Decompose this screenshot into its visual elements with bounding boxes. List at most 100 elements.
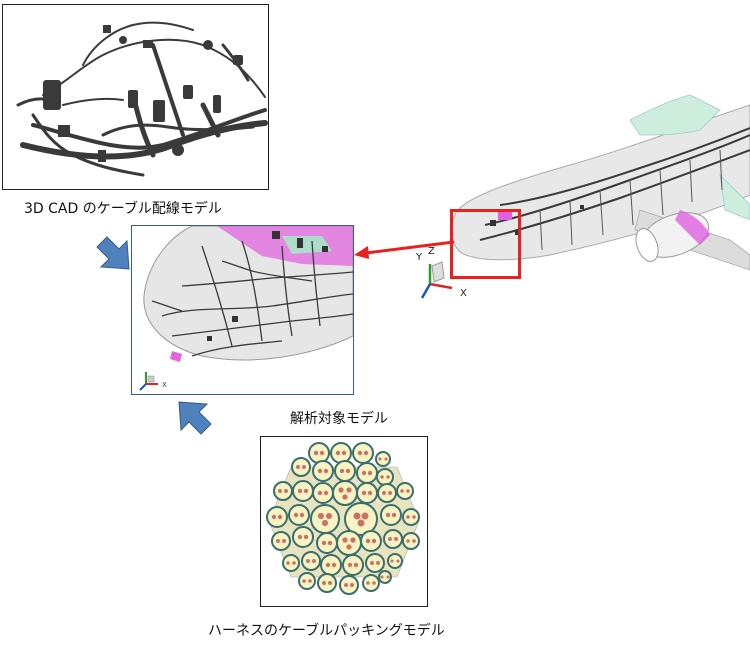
packing-cable (273, 481, 293, 501)
packing-model-caption: ハーネスのケーブルパッキングモデル (208, 623, 445, 639)
packing-core (372, 581, 376, 585)
packing-cable (376, 468, 394, 486)
packing-core (302, 579, 306, 583)
analysis-axis-x-label: X (162, 381, 167, 389)
packing-core (350, 583, 354, 587)
packing-core (390, 559, 394, 563)
packing-core (292, 561, 296, 565)
axis-z-label: Z (428, 246, 435, 257)
packing-core (394, 537, 398, 541)
packing-core (346, 544, 352, 550)
packing-core (396, 559, 400, 563)
packing-core (277, 514, 283, 520)
packing-core (317, 468, 323, 474)
packing-core (335, 450, 341, 456)
packing-core (382, 491, 386, 495)
packing-core (361, 470, 367, 476)
packing-core (371, 538, 377, 544)
packing-cable (356, 482, 378, 504)
packing-core (323, 490, 329, 496)
packing-cable (378, 570, 392, 584)
packing-cable (352, 442, 374, 464)
packing-core (367, 490, 373, 496)
packing-core (325, 512, 333, 520)
blue-arrow-down-right (96, 236, 130, 270)
packing-core (293, 512, 299, 518)
packing-core (406, 515, 410, 519)
packing-cable (298, 572, 316, 590)
packing-circles (266, 442, 420, 595)
packing-core (353, 562, 359, 568)
packing-core (350, 537, 356, 543)
packing-cable (342, 554, 364, 576)
packing-core (357, 450, 363, 456)
packing-core (342, 537, 348, 543)
packing-core (346, 487, 352, 493)
packing-core (378, 457, 382, 461)
packing-cable (377, 483, 397, 503)
packing-core (328, 581, 332, 585)
packing-core (313, 450, 319, 456)
packing-cable (320, 554, 342, 576)
packing-cable (301, 551, 321, 571)
analysis-model-drawing: X (139, 226, 353, 391)
packing-cable (312, 460, 334, 482)
packing-core (386, 575, 390, 579)
packing-core (284, 489, 288, 493)
packing-cable (292, 480, 314, 502)
packing-cable (271, 531, 291, 551)
packing-cable (339, 575, 359, 595)
packing-core (339, 468, 345, 474)
packing-core (303, 534, 309, 540)
packing-core (278, 489, 282, 493)
packing-core (341, 450, 347, 456)
packing-core (319, 450, 325, 456)
packing-core (303, 488, 309, 494)
packing-core (331, 562, 337, 568)
packing-core (388, 491, 392, 495)
cad-cable-drawing (16, 21, 268, 177)
aircraft-axis-triad: Y Z X (415, 246, 467, 299)
packing-core (321, 540, 327, 546)
packing-core (386, 475, 390, 479)
packing-core (317, 490, 323, 496)
packing-core (384, 457, 388, 461)
packing-core (406, 489, 410, 493)
analysis-model-panel: X (131, 225, 354, 395)
packing-core (385, 512, 391, 518)
packing-cable (291, 457, 311, 477)
packing-core (367, 470, 373, 476)
cad-model-caption: 3D CAD のケーブル配線モデル (24, 201, 222, 217)
packing-core (306, 559, 310, 563)
packing-core (370, 561, 374, 565)
packing-core (412, 539, 416, 543)
packing-cable (282, 554, 300, 572)
red-arrow (354, 240, 455, 259)
packing-core (391, 512, 397, 518)
packing-core (380, 575, 384, 579)
packing-core (299, 512, 305, 518)
packing-cable (266, 506, 288, 528)
packing-cable (380, 504, 402, 526)
packing-cable (310, 504, 340, 534)
packing-core (312, 559, 316, 563)
packing-core (327, 540, 333, 546)
packing-core (276, 539, 280, 543)
packing-core (338, 487, 344, 493)
packing-core (361, 512, 369, 520)
packing-cable (312, 482, 334, 504)
packing-core (345, 468, 351, 474)
analysis-axis-triad: X (139, 372, 167, 391)
packing-cable (362, 574, 380, 592)
packing-core (286, 561, 290, 565)
packing-cable (356, 462, 378, 484)
axis-y-label: Y (415, 252, 423, 263)
analysis-model-caption: 解析対象モデル (290, 411, 388, 427)
packing-core (380, 475, 384, 479)
packing-cable (360, 530, 382, 552)
packing-core (323, 468, 329, 474)
packing-core (406, 539, 410, 543)
aircraft-fuselage (451, 94, 750, 271)
packing-cable (365, 553, 385, 573)
nose-highlight-box (450, 209, 521, 279)
